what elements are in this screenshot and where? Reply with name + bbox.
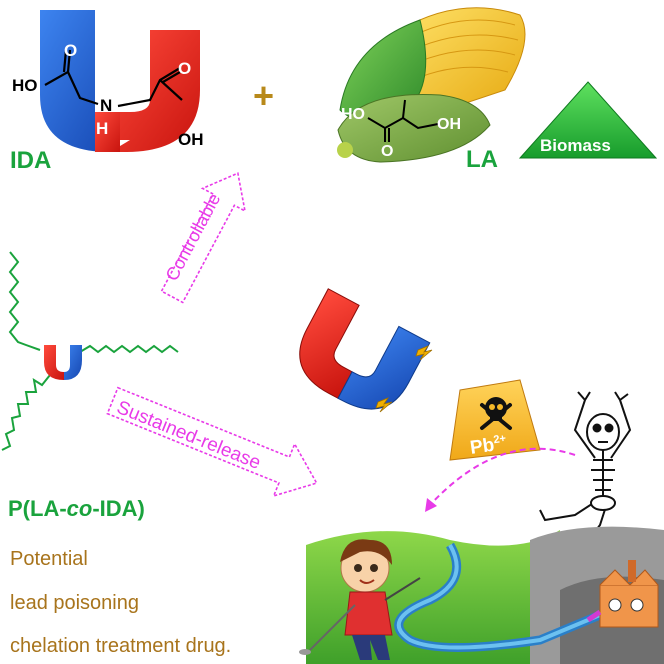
ida-atom-n: N	[100, 96, 113, 115]
ida-atom-o1: O	[64, 41, 78, 60]
sustained-release-arrow	[106, 386, 318, 498]
polymer-co: co	[66, 496, 93, 521]
plus-sign: +	[253, 75, 275, 116]
ida-structure-bonds	[44, 49, 183, 108]
boy-illustration	[299, 539, 421, 660]
polymer-suffix: -IDA)	[92, 496, 145, 521]
lead-charge: 2+	[492, 432, 507, 447]
ida-atom-o2: O	[178, 59, 192, 78]
la-atom-o: O	[381, 143, 394, 160]
la-structure-bonds	[367, 99, 439, 142]
chelator-magnet	[299, 288, 431, 410]
ida-magnet	[40, 10, 200, 152]
polymer-chains	[1, 251, 179, 451]
description-line-2: lead poisoning	[10, 592, 139, 614]
skull-crossbones-icon	[480, 397, 512, 430]
description-line-1: Potential	[10, 548, 88, 570]
la-atom-ho: HO	[341, 106, 365, 123]
ida-atom-ho: HO	[12, 76, 38, 95]
ida-label: IDA	[10, 147, 52, 174]
biomass-triangle	[518, 81, 658, 159]
la-label: LA	[466, 146, 498, 173]
description-line-3: chelation treatment drug.	[10, 635, 232, 657]
ida-atom-h: H	[96, 119, 109, 138]
lead-symbol: Pb	[468, 434, 496, 459]
biomass-label: Biomass	[540, 136, 611, 155]
factory-icon	[586, 560, 659, 628]
polymer-prefix: P(LA-	[8, 496, 67, 521]
la-atom-oh: OH	[437, 116, 461, 133]
poisoning-path-arrow	[425, 447, 576, 512]
controllable-arrow	[160, 172, 247, 304]
spark-icon	[375, 345, 433, 413]
leaf-lower	[337, 93, 491, 163]
polymer-magnet	[44, 345, 82, 380]
polymer-label: P(LA-co-IDA)	[8, 498, 145, 520]
ida-atom-oh: OH	[178, 130, 204, 149]
